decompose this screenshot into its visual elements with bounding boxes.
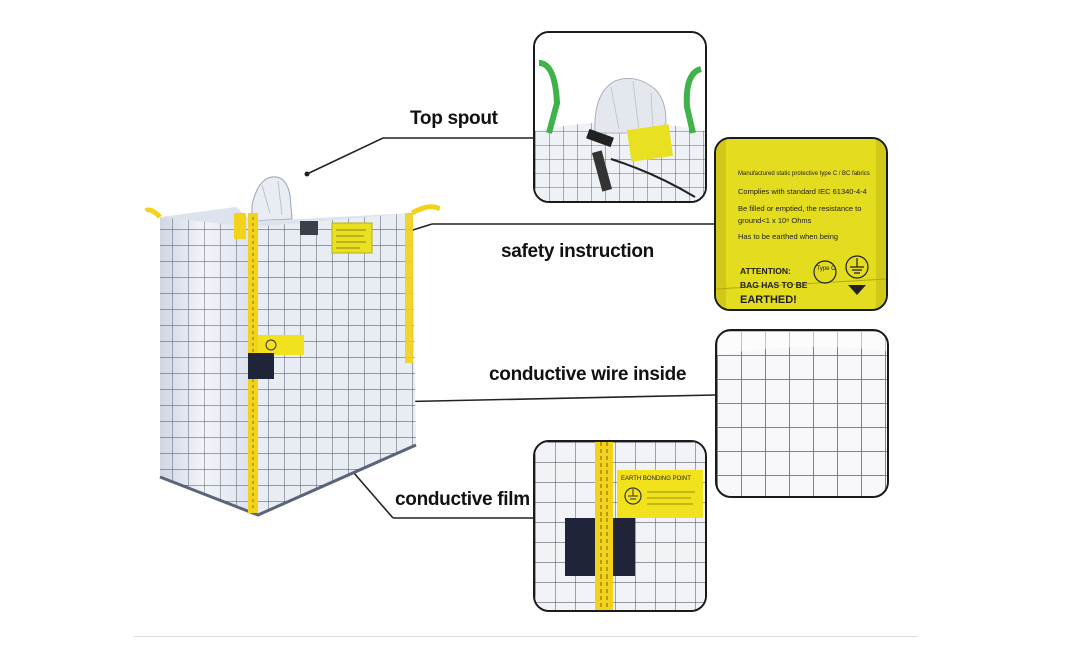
inset-conductive-wire bbox=[715, 329, 889, 498]
inset-top-spout bbox=[533, 31, 707, 203]
safety-line-2: Complies with standard IEC 61340-4-4 bbox=[738, 187, 867, 196]
attention-heading: ATTENTION: bbox=[740, 266, 791, 276]
callout-conductive-film: conductive film bbox=[395, 489, 530, 510]
callout-top-spout: Top spout bbox=[410, 108, 498, 129]
safety-label-frame bbox=[716, 139, 886, 309]
leader-wire bbox=[385, 394, 716, 403]
attention-line-3: EARTHED! bbox=[740, 294, 797, 306]
top-spout-closeup-image bbox=[535, 33, 705, 201]
fibc-bag-photo bbox=[144, 176, 440, 517]
attention-line-2: BAG HAS TO BE bbox=[740, 280, 808, 290]
safety-line-3: Be filled or emptied, the resistance to bbox=[738, 204, 862, 213]
callout-safety-instruction: safety instruction bbox=[501, 241, 654, 262]
bottom-divider bbox=[134, 636, 918, 637]
earth-bonding-point-label: EARTH BONDING POINT bbox=[621, 476, 691, 482]
safety-line-5: Has to be earthed when being bbox=[738, 232, 839, 241]
inset-safety-label: Manufactured static protective type C / … bbox=[714, 137, 888, 311]
type-c-badge: Type C bbox=[816, 266, 836, 272]
fabric-grid-closeup bbox=[717, 331, 887, 496]
safety-line-4: ground<1 x 10⁸ Ohms bbox=[738, 216, 812, 225]
inset-conductive-film: EARTH BONDING POINT bbox=[533, 440, 707, 612]
callout-conductive-wire: conductive wire inside bbox=[489, 364, 687, 385]
leader-top-spout bbox=[306, 137, 384, 175]
conductive-film-closeup-image bbox=[535, 442, 705, 610]
safety-line-1: Manufactured static protective type C / … bbox=[738, 171, 870, 177]
